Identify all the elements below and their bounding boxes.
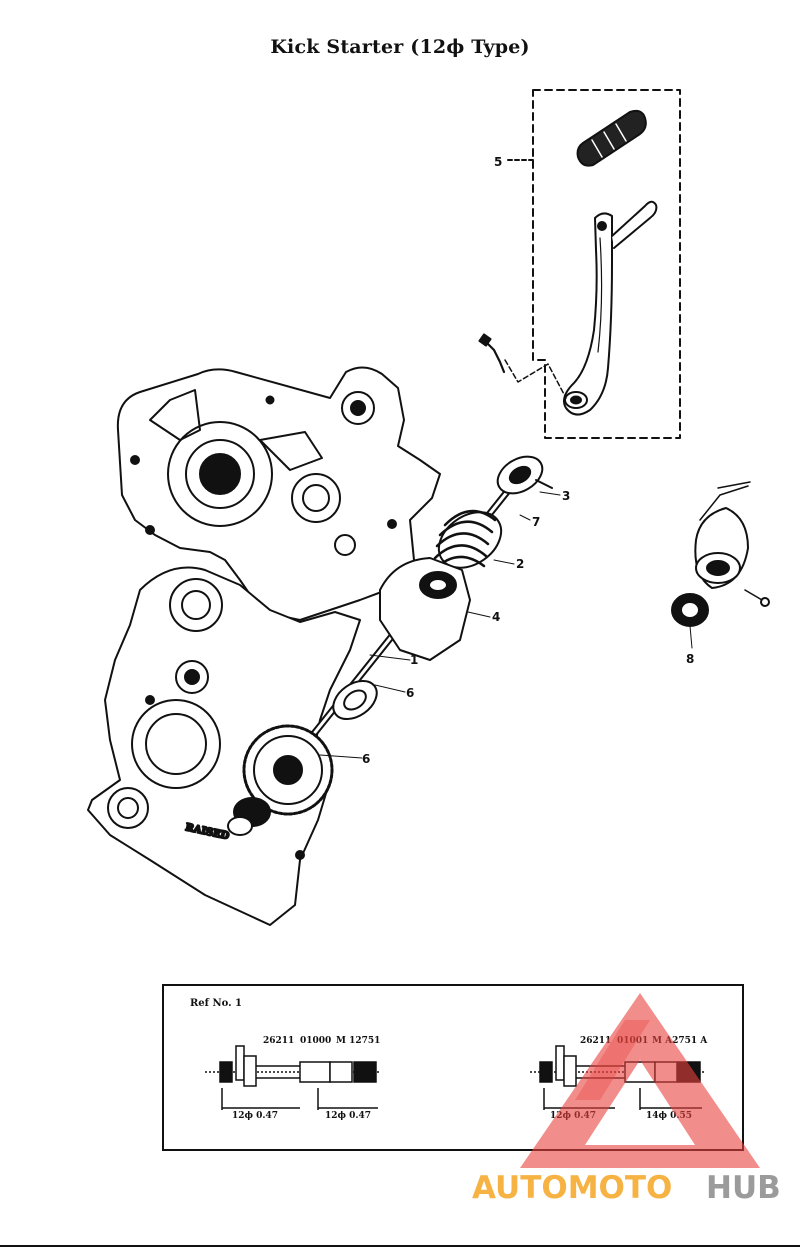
- spring-guide-plate: [379, 557, 471, 661]
- left-dim-1: 12ϕ 0.47: [232, 1111, 278, 1121]
- left-model: M 12751: [336, 1036, 380, 1046]
- callout-5: 5: [494, 155, 502, 169]
- callout-1: 1: [410, 653, 418, 667]
- callout-3: 3: [562, 489, 570, 503]
- left-part-no-b: 01000: [300, 1036, 331, 1046]
- left-part-no-a: 26211: [263, 1036, 294, 1046]
- callout-2: 2: [516, 557, 524, 571]
- watermark-word-orange: AUTOMOTO: [472, 1170, 672, 1206]
- ref-label: Ref No. 1: [190, 998, 242, 1009]
- page-title: Kick Starter (12ϕ Type): [270, 36, 530, 58]
- watermark-logo: AUTOMOTO HUB: [472, 993, 781, 1206]
- kick-rubber-grip: [576, 109, 647, 167]
- lower-crankcase-outline: RAISED: [87, 566, 361, 926]
- kick-washer-upper: [332, 679, 378, 721]
- callout-7: 7: [532, 515, 540, 529]
- right-part-no-a: 26211: [580, 1036, 611, 1046]
- left-shaft-drawing: [205, 1045, 380, 1110]
- kick-return-spring: [432, 510, 503, 572]
- kick-gear: [227, 724, 334, 836]
- kick-stopper: [496, 455, 553, 495]
- kick-lever-group-box: [532, 89, 681, 439]
- crankcase-outline: [116, 366, 441, 621]
- right-model: M A2751 A: [652, 1036, 708, 1046]
- reference-box: Ref No. 1 26211 01000 M 12751 12ϕ 0.4: [162, 984, 744, 1151]
- callout-6-upper: 6: [406, 686, 414, 700]
- kick-lever-arm: [563, 200, 658, 416]
- watermark-triangle: [520, 993, 760, 1168]
- callout-6-lower: 6: [362, 752, 370, 766]
- oil-seal-detail: [671, 481, 770, 627]
- watermark-word-gray: HUB: [706, 1170, 781, 1206]
- callout-8: 8: [686, 652, 694, 666]
- right-dim-2: 14ϕ 0.55: [646, 1111, 692, 1121]
- callout-4: 4: [492, 610, 500, 624]
- left-dim-2: 12ϕ 0.47: [325, 1111, 371, 1121]
- lever-bolt: [478, 333, 567, 399]
- callout-leaders: [319, 491, 693, 759]
